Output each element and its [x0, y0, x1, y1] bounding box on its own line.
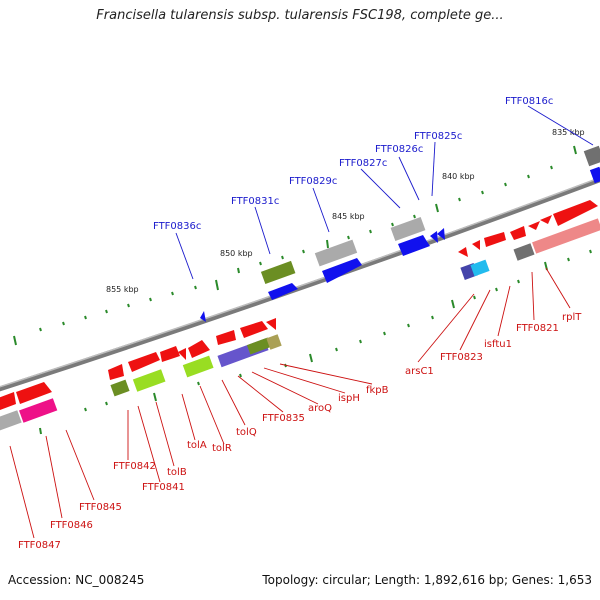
- gene-feature[interactable]: [322, 258, 362, 283]
- gene-feature[interactable]: [240, 321, 268, 338]
- gene-label[interactable]: FTF0826c: [375, 144, 423, 155]
- gene-feature[interactable]: [110, 379, 130, 397]
- gene-label[interactable]: FTF0847: [18, 540, 61, 551]
- map-title: Francisella tularensis subsp. tularensis…: [96, 8, 504, 23]
- gene-label[interactable]: FTF0836c: [153, 221, 201, 232]
- gene-label[interactable]: FTF0825c: [414, 131, 462, 142]
- gene-label[interactable]: FTF0831c: [231, 196, 279, 207]
- gene-label[interactable]: arsC1: [405, 366, 434, 377]
- upper-labels: FTF0816c FTF0825c FTF0826c FTF0827c FTF0…: [153, 96, 553, 232]
- genome-backbone-highlight: [0, 176, 600, 388]
- gene-feature[interactable]: [182, 355, 214, 378]
- gene-label[interactable]: FTF0827c: [339, 158, 387, 169]
- gene-label[interactable]: FTF0821: [516, 323, 559, 334]
- gene-feature[interactable]: [540, 215, 552, 224]
- gene-feature[interactable]: [589, 166, 600, 184]
- scale-label: 855 kbp: [106, 285, 139, 294]
- gene-label[interactable]: tolA: [187, 440, 207, 451]
- gene-feature[interactable]: [188, 340, 210, 358]
- gene-feature[interactable]: [437, 228, 445, 240]
- accession-label: Accession: NC_008245: [8, 573, 145, 587]
- gene-feature[interactable]: [390, 216, 426, 242]
- lower-leader-lines: [9, 267, 571, 539]
- gene-label[interactable]: tolB: [167, 467, 187, 478]
- gene-feature[interactable]: [470, 259, 490, 277]
- outer-gene-features: [200, 145, 600, 322]
- gene-label[interactable]: FTF0816c: [505, 96, 553, 107]
- gene-feature[interactable]: [16, 382, 52, 404]
- outer-tick-marks: [13, 145, 577, 346]
- gene-label[interactable]: FTF0842: [113, 461, 156, 472]
- gene-feature[interactable]: [160, 346, 180, 362]
- gene-feature[interactable]: [314, 239, 358, 267]
- gene-label[interactable]: FTF0841: [142, 482, 185, 493]
- genome-backbone: [0, 177, 600, 392]
- gene-label[interactable]: tolQ: [236, 427, 257, 438]
- gene-label[interactable]: FTF0845: [79, 502, 122, 513]
- gene-feature[interactable]: [266, 318, 276, 330]
- gene-feature[interactable]: [510, 226, 526, 240]
- gene-feature[interactable]: [398, 235, 430, 256]
- gene-feature[interactable]: [260, 260, 296, 285]
- gene-feature[interactable]: [132, 369, 166, 392]
- gene-label[interactable]: FTF0829c: [289, 176, 337, 187]
- gene-feature[interactable]: [128, 352, 160, 372]
- scale-label: 840 kbp: [442, 172, 475, 181]
- gene-feature[interactable]: [0, 392, 16, 410]
- gene-feature[interactable]: [0, 410, 22, 431]
- gene-feature[interactable]: [553, 200, 598, 226]
- gene-feature[interactable]: [19, 398, 58, 423]
- gene-label[interactable]: aroQ: [308, 403, 332, 414]
- gene-feature[interactable]: [532, 218, 600, 254]
- gene-feature[interactable]: [528, 221, 540, 230]
- gene-feature[interactable]: [583, 145, 600, 167]
- gene-feature[interactable]: [108, 364, 124, 380]
- scale-label: 845 kbp: [332, 212, 365, 221]
- lower-labels: rplT FTF0821 isftu1 FTF0823 arsC1 fkpB i…: [18, 312, 582, 551]
- gene-feature[interactable]: [178, 348, 186, 360]
- gene-label[interactable]: isftu1: [484, 339, 512, 350]
- scale-label: 850 kbp: [220, 249, 253, 258]
- gene-feature[interactable]: [268, 283, 298, 300]
- gene-feature[interactable]: [472, 240, 480, 250]
- upper-leader-lines: [175, 105, 594, 280]
- topology-label: Topology: circular; Length: 1,892,616 bp…: [262, 573, 592, 587]
- gene-label[interactable]: fkpB: [366, 385, 389, 396]
- gene-label[interactable]: rplT: [562, 312, 582, 323]
- gene-feature[interactable]: [484, 232, 506, 247]
- gene-label[interactable]: FTF0823: [440, 352, 483, 363]
- gene-feature[interactable]: [266, 334, 282, 350]
- gene-feature[interactable]: [200, 311, 206, 322]
- gene-feature[interactable]: [246, 337, 272, 355]
- gene-feature[interactable]: [430, 231, 438, 243]
- gene-feature[interactable]: [513, 243, 535, 261]
- gene-label[interactable]: FTF0835: [262, 413, 305, 424]
- inner-tick-marks: [39, 249, 592, 435]
- gene-label[interactable]: FTF0846: [50, 520, 93, 531]
- gene-label[interactable]: tolR: [212, 443, 232, 454]
- scale-label: 835 kbp: [552, 128, 585, 137]
- inner-gene-features: [0, 200, 600, 431]
- gene-feature[interactable]: [216, 330, 236, 345]
- gene-feature[interactable]: [458, 247, 468, 257]
- gene-label[interactable]: ispH: [338, 393, 360, 404]
